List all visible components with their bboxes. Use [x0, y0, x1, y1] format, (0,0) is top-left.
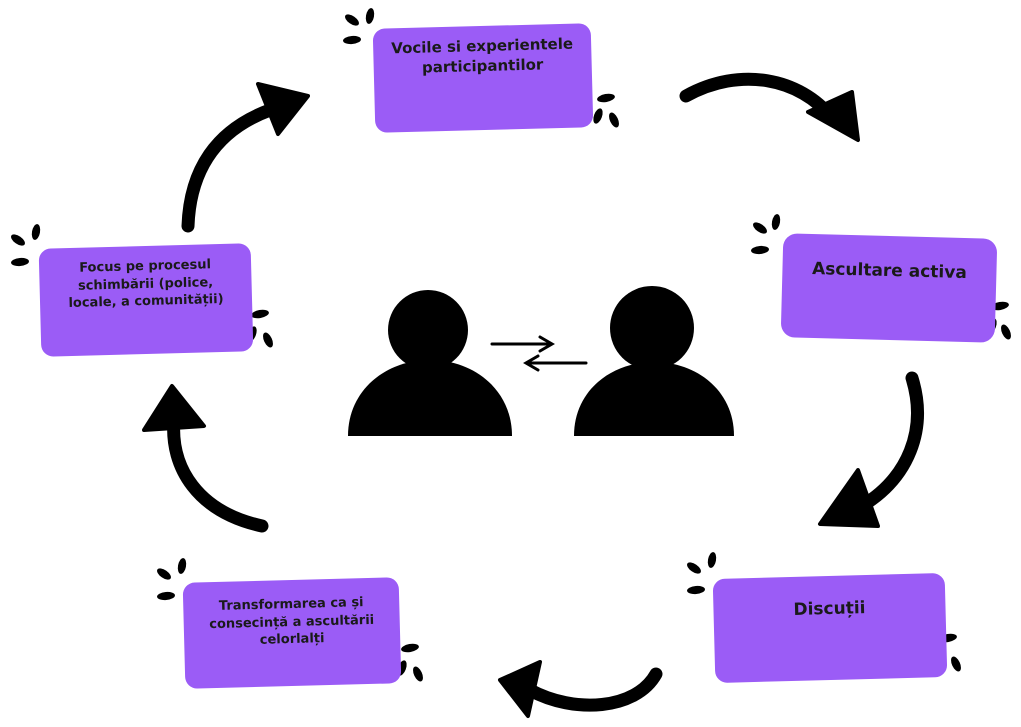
arrow-focus-to-voices-icon — [181, 82, 310, 233]
arrow-listening-to-discussions-icon — [818, 371, 924, 528]
splash-icon — [11, 224, 41, 267]
node-discussions-line: Discuții — [793, 598, 866, 620]
node-discussions: Discuții — [712, 572, 948, 684]
cycle-arrows — [142, 72, 924, 718]
node-active-listening-line: Ascultare activa — [811, 258, 968, 284]
splash-icon — [343, 8, 375, 45]
center-illustration — [348, 286, 734, 436]
splash-icon — [687, 552, 717, 595]
node-transformation: Transformarea ca și consecință a ascultă… — [182, 577, 402, 689]
node-focus-change-line: locale, a comunității) — [68, 292, 224, 312]
arrow-transformation-to-focus-icon — [142, 384, 269, 533]
splash-icon — [157, 558, 187, 601]
person-icon — [348, 290, 512, 436]
arrow-voices-to-listening-icon — [679, 72, 860, 142]
node-voices: Vocile si experientele participantilor — [372, 23, 594, 133]
arrow-discussions-to-transformation-icon — [498, 660, 663, 718]
node-active-listening: Ascultare activa — [780, 233, 998, 343]
splash-icon — [751, 214, 781, 255]
exchange-arrows-icon — [490, 335, 588, 372]
person-icon — [574, 286, 734, 436]
node-focus-change: Focus pe procesul schimbării (police, lo… — [38, 243, 254, 357]
splash-icon — [593, 93, 619, 128]
